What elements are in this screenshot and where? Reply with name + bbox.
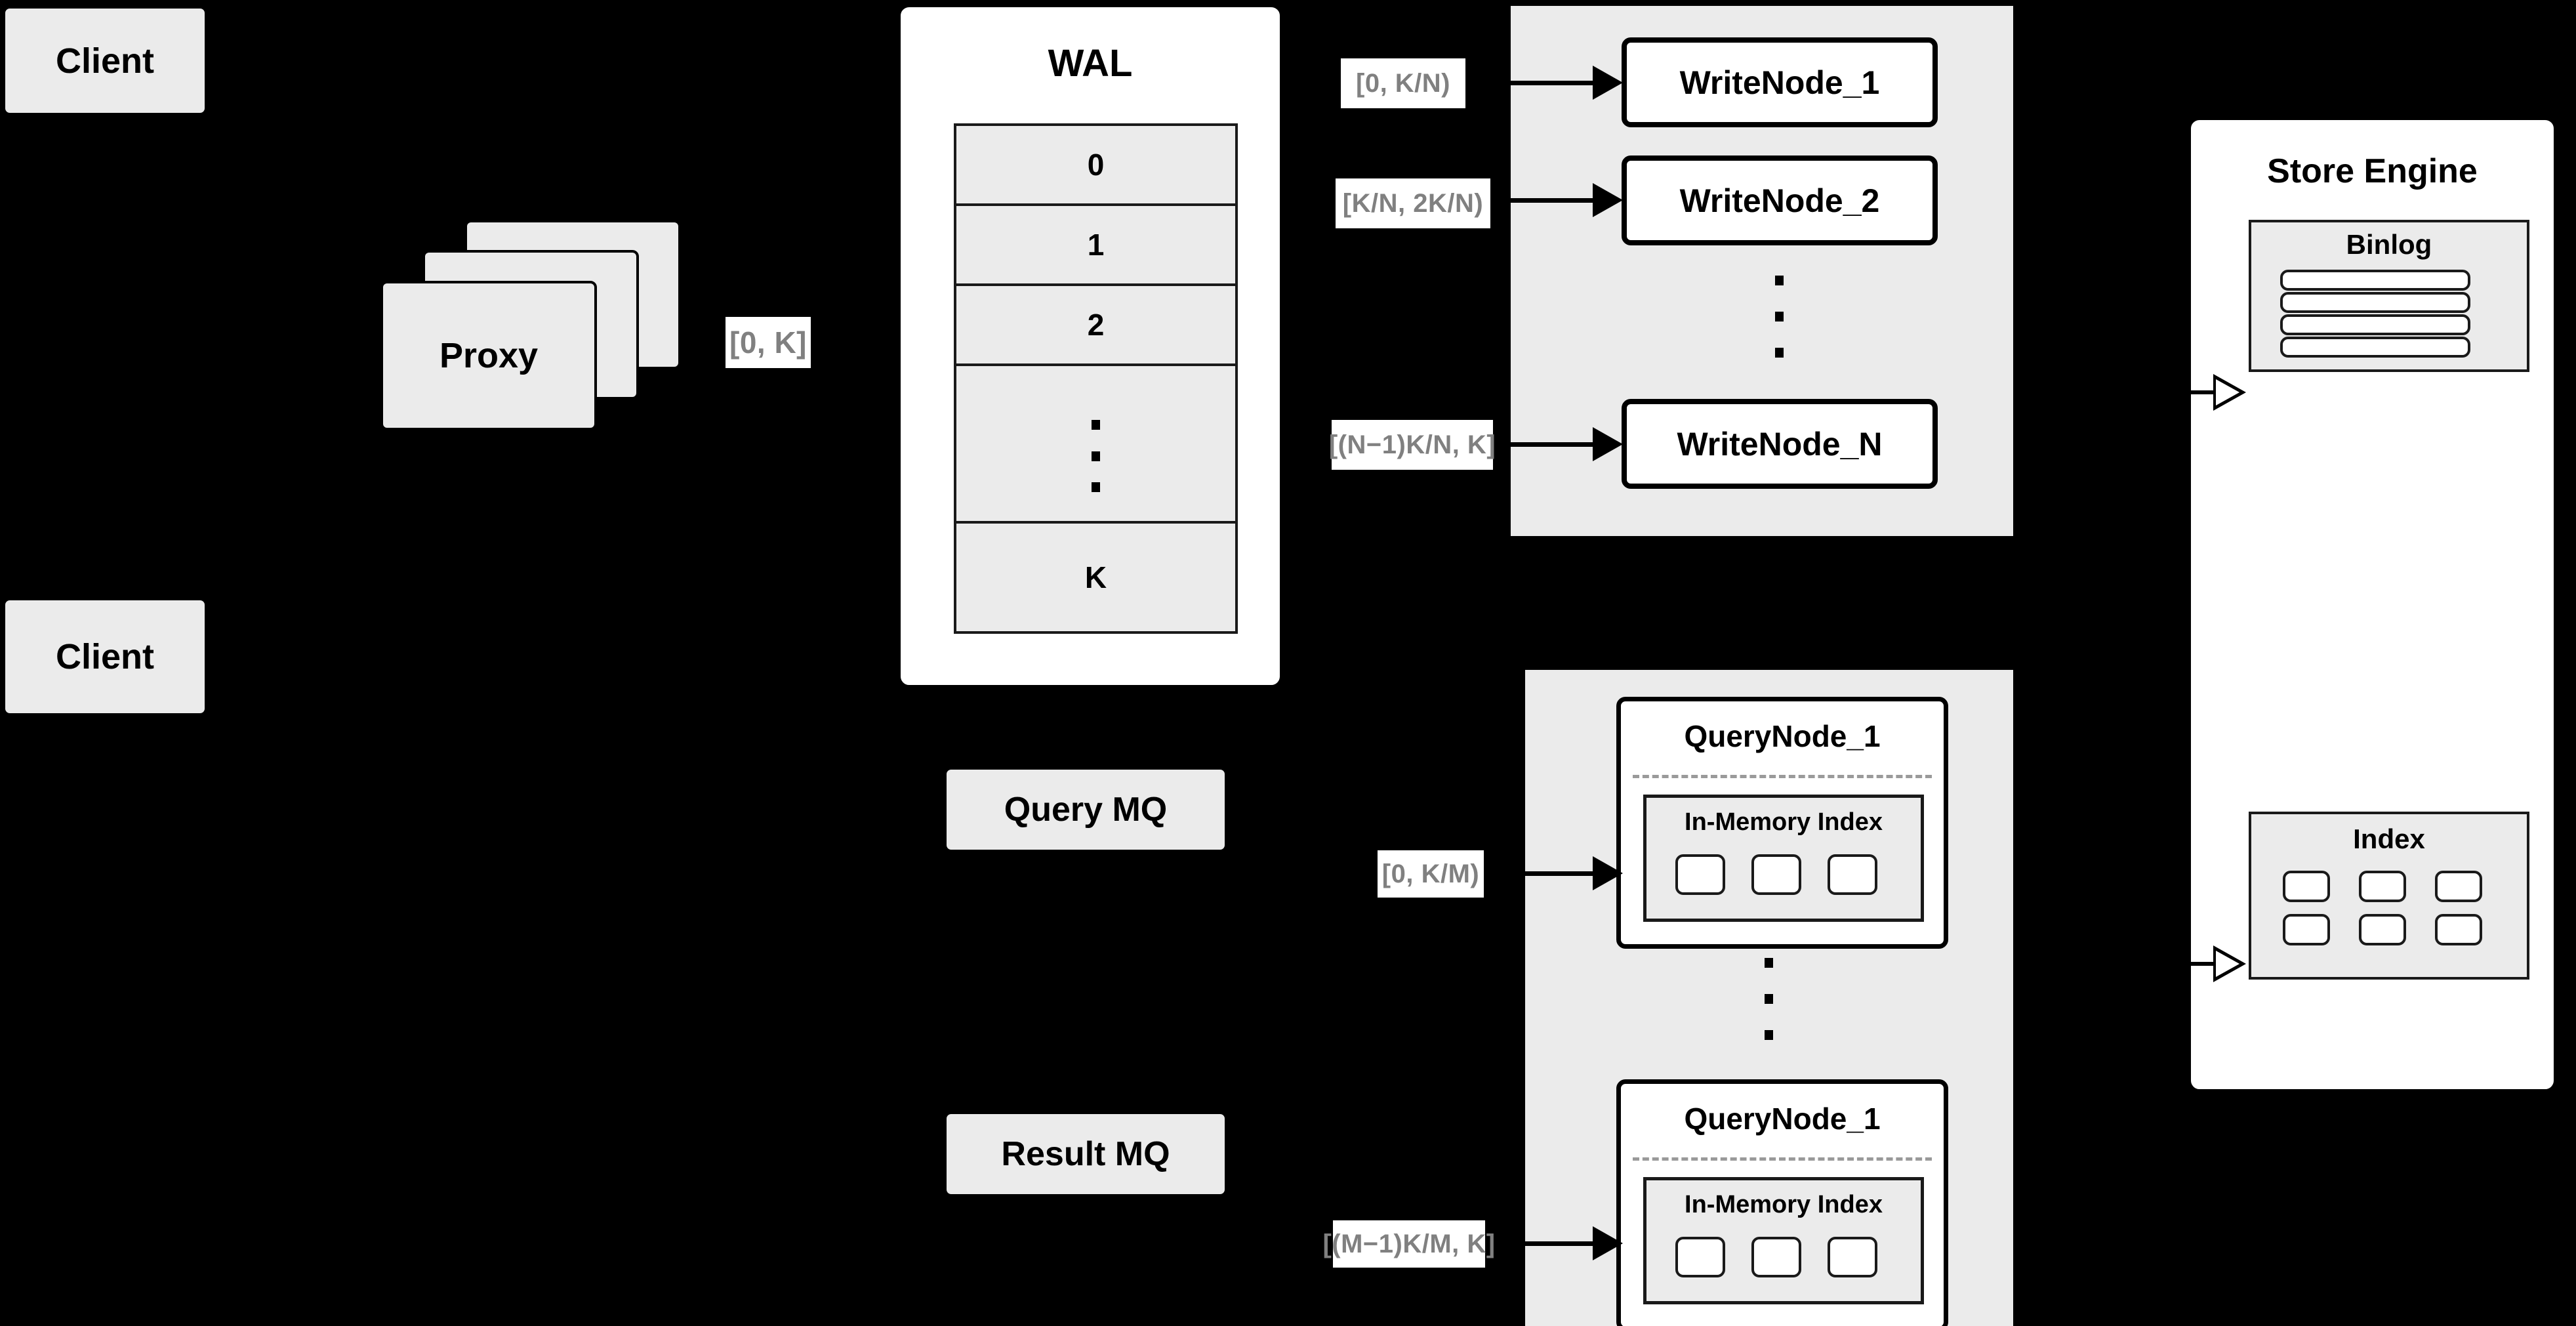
binlog-row [2280, 270, 2470, 291]
index-cell [1828, 854, 1877, 895]
binlog-row [2280, 314, 2470, 335]
query-node-1-in-memory-index: In-Memory Index [1643, 795, 1924, 922]
write-node-2-label: WriteNode_2 [1679, 182, 1880, 219]
query-node-1-in-memory-index-title: In-Memory Index [1685, 808, 1883, 836]
query-node-m-divider [1633, 1157, 1932, 1161]
query-node-1[interactable]: QueryNode_1 In-Memory Index [1616, 697, 1948, 949]
range-label-query-node-1-text: [0, K/M) [1381, 859, 1480, 888]
write-node-n[interactable]: WriteNode_N [1622, 399, 1938, 489]
index-cell [1828, 1237, 1877, 1277]
write-node-n-label: WriteNode_N [1677, 425, 1883, 463]
range-label-write-node-n-text: [(N−1)K/N, K] [1328, 430, 1496, 459]
wal-row: K [956, 524, 1235, 631]
query-node-1-label: QueryNode_1 [1684, 719, 1881, 753]
arrow-to-query-node-1 [1496, 871, 1594, 876]
wal-row-ellipsis [956, 366, 1235, 524]
arrow-to-query-node-m [1496, 1241, 1594, 1246]
client-node-1-label: Client [55, 41, 154, 81]
query-mq-label: Query MQ [1004, 791, 1168, 829]
wal-panel: WAL 0 1 2 K [897, 4, 1283, 688]
store-index-title: Index [2353, 823, 2425, 854]
index-cell [1675, 1237, 1725, 1277]
arrow-head-query-node-1-icon [1593, 856, 1623, 890]
store-engine-title: Store Engine [2267, 152, 2478, 190]
arrow-head-query-node-m-icon [1593, 1226, 1623, 1260]
arrow-to-write-node-1 [1502, 81, 1594, 85]
wal-title: WAL [1048, 42, 1133, 85]
query-node-1-divider [1633, 775, 1932, 778]
arrow-to-write-node-2 [1502, 198, 1594, 203]
wal-row-label: 0 [1087, 148, 1105, 182]
proxy-node[interactable]: Proxy [380, 281, 597, 430]
wal-row-label: 1 [1087, 228, 1105, 262]
arrow-head-store-index-icon [2213, 945, 2246, 982]
store-index-cell [2435, 871, 2482, 902]
query-mq-node[interactable]: Query MQ [945, 768, 1227, 852]
client-node-1[interactable]: Client [3, 7, 207, 115]
range-label-proxy-to-wal: [0, K] [726, 317, 811, 368]
store-engine-panel: Store Engine Binlog Index [2188, 117, 2557, 1092]
wal-row-label: K [1084, 560, 1107, 594]
client-node-2-label: Client [55, 637, 154, 676]
arrow-head-write-node-2-icon [1593, 183, 1623, 217]
write-cluster-vertical-ellipsis-icon [1775, 276, 1784, 358]
query-node-m-label: QueryNode_1 [1684, 1102, 1881, 1136]
range-label-write-node-1: [0, K/N) [1341, 58, 1465, 108]
arrow-to-store-index [2177, 962, 2216, 966]
index-cell [1751, 1237, 1801, 1277]
wal-entry-table: 0 1 2 K [954, 123, 1238, 634]
binlog-title: Binlog [2346, 229, 2432, 260]
binlog-row [2280, 337, 2470, 358]
write-node-1-label: WriteNode_1 [1679, 64, 1880, 101]
store-index-cell [2435, 914, 2482, 945]
query-node-m-in-memory-index-title: In-Memory Index [1685, 1191, 1883, 1218]
result-mq-node[interactable]: Result MQ [945, 1112, 1227, 1196]
result-mq-label: Result MQ [1001, 1135, 1170, 1173]
store-index-panel: Index [2249, 812, 2529, 980]
arrow-head-binlog-icon [2213, 374, 2246, 411]
arrow-to-binlog [2177, 390, 2216, 394]
client-node-2[interactable]: Client [3, 598, 207, 715]
wal-row: 2 [956, 286, 1235, 366]
range-label-write-node-1-text: [0, K/N) [1356, 68, 1450, 98]
range-label-query-node-m-text: [(M−1)K/M, K] [1322, 1229, 1496, 1258]
range-label-query-node-m: [(M−1)K/M, K] [1322, 1220, 1495, 1268]
query-cluster-vertical-ellipsis-icon [1765, 958, 1773, 1040]
store-index-cell [2283, 914, 2330, 945]
arrow-to-write-node-n [1502, 442, 1594, 447]
query-node-m[interactable]: QueryNode_1 In-Memory Index [1616, 1079, 1948, 1326]
arrow-head-write-node-n-icon [1593, 427, 1623, 461]
wal-row: 1 [956, 206, 1235, 286]
proxy-stack[interactable]: Proxy [380, 220, 682, 433]
write-node-2[interactable]: WriteNode_2 [1622, 155, 1938, 245]
wal-vertical-ellipsis-icon [1091, 420, 1100, 492]
query-node-m-in-memory-index: In-Memory Index [1643, 1177, 1924, 1304]
binlog-row [2280, 292, 2470, 313]
arrow-head-write-node-1-icon [1593, 66, 1623, 100]
range-label-proxy-to-wal-text: [0, K] [729, 325, 807, 360]
binlog-panel: Binlog [2249, 220, 2529, 372]
store-index-cell [2359, 914, 2406, 945]
range-label-query-node-1: [0, K/M) [1378, 850, 1484, 898]
index-cell [1675, 854, 1725, 895]
store-index-cell [2359, 871, 2406, 902]
range-label-write-node-n: [(N−1)K/N, K] [1328, 420, 1496, 470]
index-cell [1751, 854, 1801, 895]
range-label-write-node-2: [K/N, 2K/N) [1336, 178, 1490, 228]
wal-row: 0 [956, 126, 1235, 206]
write-node-1[interactable]: WriteNode_1 [1622, 37, 1938, 127]
proxy-label: Proxy [439, 336, 539, 375]
store-index-cell [2283, 871, 2330, 902]
wal-row-label: 2 [1087, 308, 1105, 342]
range-label-write-node-2-text: [K/N, 2K/N) [1342, 188, 1484, 218]
